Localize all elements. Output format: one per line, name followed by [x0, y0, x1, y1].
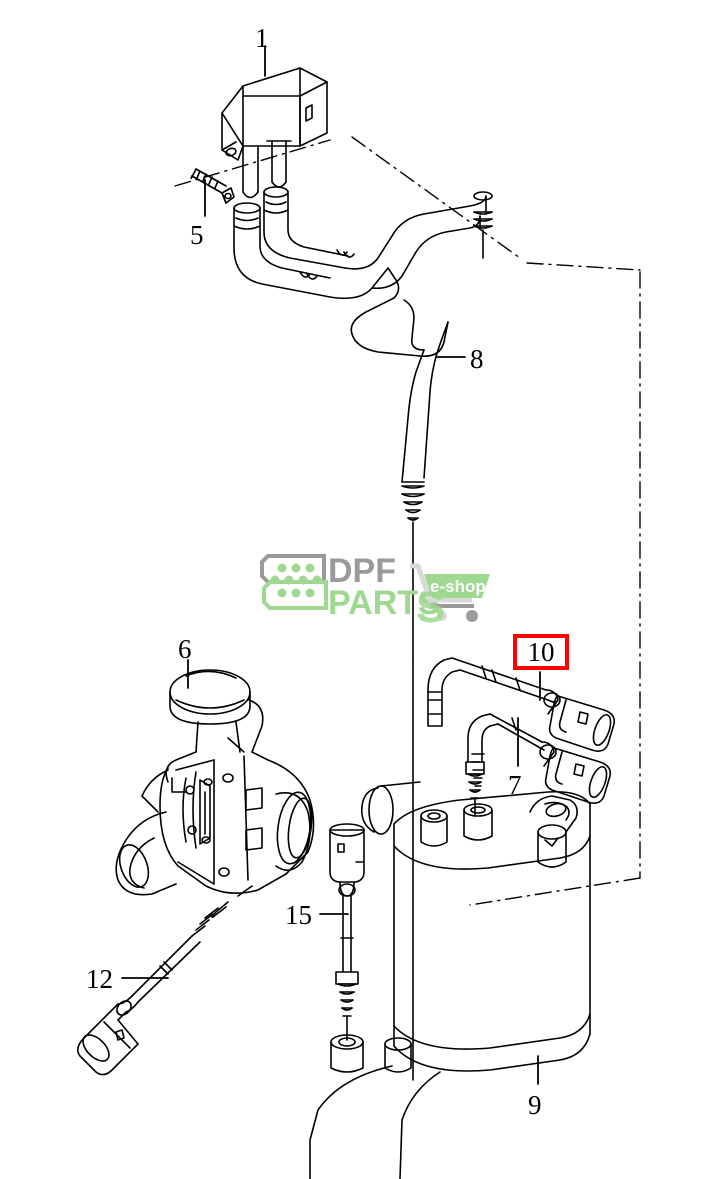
callout-5: 5: [190, 220, 204, 250]
differential-pressure-sensor: [221, 67, 328, 199]
temperature-sender-filter: [329, 823, 365, 1073]
turbocharger: [115, 669, 315, 896]
callout-9: 9: [528, 1090, 542, 1120]
exhaust-gas-temperature-sender-lower: [465, 713, 612, 817]
projection-plane-lines: [174, 136, 641, 906]
particulate-filter-body: [309, 753, 591, 1179]
callout-10-highlighted: 10: [513, 634, 569, 670]
temperature-sender-turbo: [76, 885, 253, 1076]
exhaust-gas-temperature-sender-upper: [427, 657, 616, 752]
hex-bolt: [190, 168, 235, 204]
callout-15: 15: [285, 900, 312, 930]
leader-lines: [121, 45, 541, 1085]
callout-7: 7: [508, 770, 522, 800]
pressure-pipe-assembly: [233, 186, 493, 1081]
callout-1: 1: [255, 23, 269, 53]
callout-12: 12: [86, 964, 113, 994]
callout-6: 6: [178, 634, 192, 664]
callout-8: 8: [470, 344, 484, 374]
